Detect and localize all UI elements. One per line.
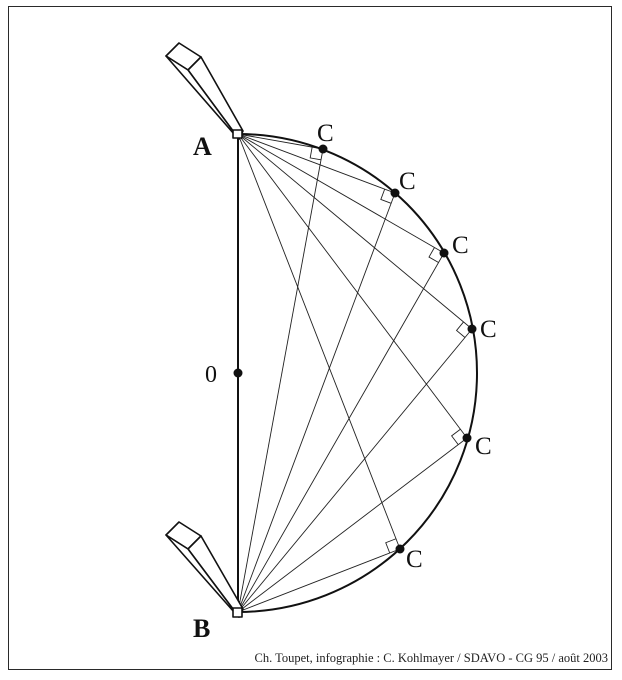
label-point-c: C (480, 316, 497, 343)
ray-b-c (237, 148, 324, 613)
point-c (467, 324, 477, 334)
center-point (233, 368, 243, 378)
diagram-frame (8, 6, 612, 670)
point-c (390, 188, 400, 198)
right-angle-marker (428, 247, 439, 263)
ray-a-c (237, 133, 401, 550)
ray-a-c (237, 133, 324, 150)
ray-a-c (237, 133, 445, 254)
ray-b-c (237, 252, 445, 613)
right-angle-marker (455, 321, 466, 338)
label-point-c: C (399, 168, 416, 195)
point-c (462, 433, 472, 443)
label-point-c: C (317, 120, 334, 147)
ray-a-c (237, 133, 468, 439)
right-angle-marker (380, 188, 392, 204)
label-center: 0 (205, 362, 217, 388)
point-c (318, 144, 328, 154)
point-c (395, 544, 405, 554)
stake-b-icon (165, 521, 244, 618)
label-point-b: B (193, 614, 210, 643)
right-angle-marker (450, 428, 461, 445)
ray-b-c (237, 328, 473, 613)
ray-b-c (237, 437, 468, 613)
ray-a-c (237, 133, 396, 194)
right-angle-marker (385, 538, 397, 554)
ray-b-c (237, 192, 396, 613)
label-point-a: A (193, 132, 212, 161)
semicircle-arc (237, 133, 478, 613)
right-angle-marker (309, 147, 322, 161)
point-c (439, 248, 449, 258)
stake-a-icon (165, 42, 244, 140)
credit-line: Ch. Toupet, infographie : C. Kohlmayer /… (254, 651, 609, 665)
ray-b-c (237, 548, 401, 613)
ray-a-c (237, 133, 473, 330)
label-point-c: C (475, 433, 492, 460)
label-point-c: C (406, 546, 423, 573)
label-point-c: C (452, 232, 469, 259)
